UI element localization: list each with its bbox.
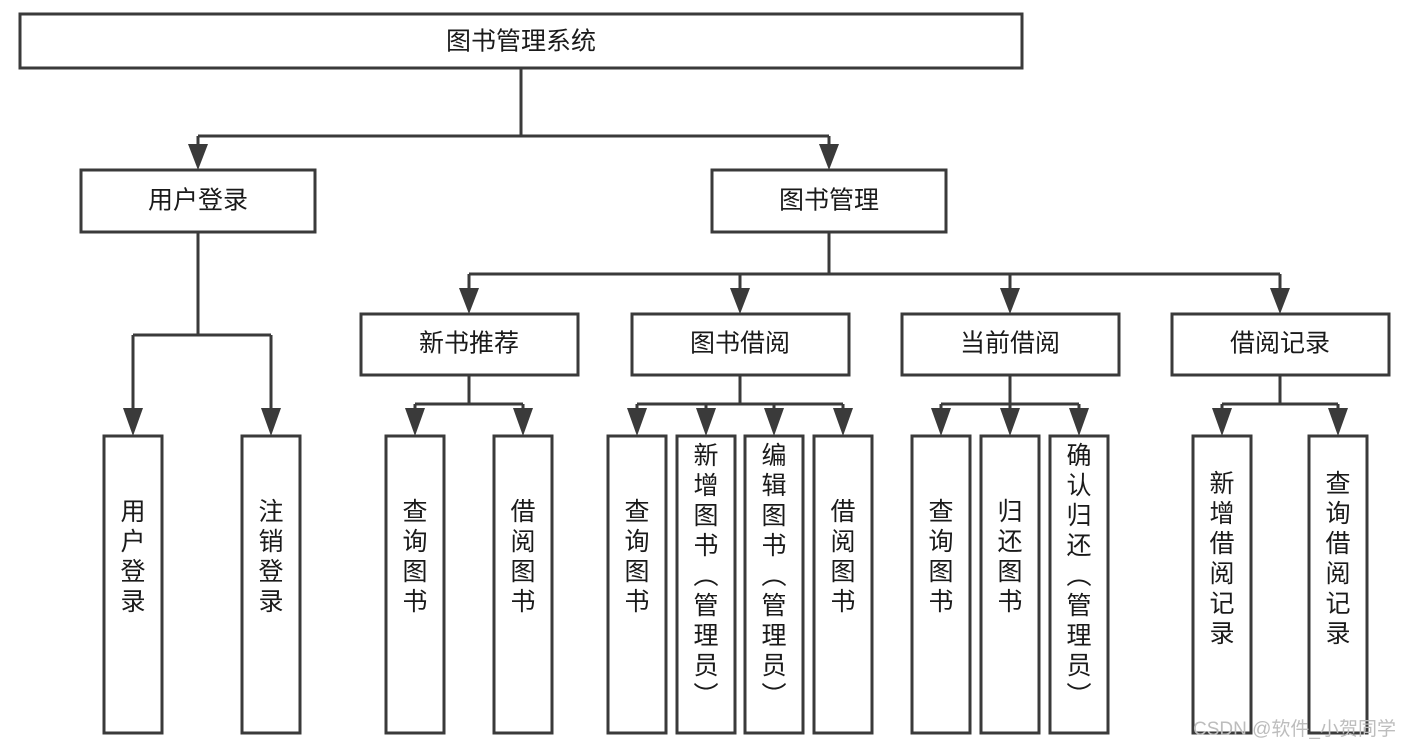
connector-group-user-login [123,232,281,436]
node-leaf-confirm-return-box[interactable] [1048,434,1110,735]
node-leaf-borrow-book-2-label: 借阅图书 [830,498,855,616]
node-leaf-add-book-label: 新增图书︵管理员︶ [693,442,718,710]
node-leaf-add-record-box[interactable] [1191,434,1253,735]
arrow-head-user-login [188,144,208,170]
node-leaf-query-record-label: 查询借阅记录 [1325,470,1350,648]
arrow-head-borrow-record [1270,288,1290,314]
node-leaf-borrow-book-1[interactable]: 借阅图书 [492,434,554,735]
connector-group-current-borrow [931,375,1089,436]
node-book-management-label: 图书管理 [779,187,879,215]
arrow-head-book-management [819,144,839,170]
node-leaf-query-book-3-label: 查询图书 [928,498,953,616]
arrow-head-book-borrow [730,288,750,314]
arrow-head-leaf-return-book [1000,408,1020,436]
node-leaf-add-book-box[interactable] [675,434,737,735]
arrow-head-leaf-user-logout [261,408,281,436]
arrow-head-leaf-query-record [1328,408,1348,436]
node-user-login-label: 用户登录 [148,187,248,215]
node-leaf-return-book-box[interactable] [979,434,1041,735]
node-leaf-query-record[interactable]: 查询借阅记录 [1307,434,1369,735]
node-new-book-recommend[interactable]: 新书推荐 [359,312,580,377]
connector-group-root [188,68,839,170]
node-leaf-borrow-book-1-label: 借阅图书 [510,498,535,616]
node-leaf-borrow-book-2[interactable]: 借阅图书 [812,434,874,735]
node-book-borrow-box[interactable] [630,312,851,377]
node-leaf-query-book-2[interactable]: 查询图书 [606,434,668,735]
arrow-head-leaf-borrow-book-2 [833,408,853,436]
node-root-label: 图书管理系统 [446,28,596,56]
node-leaf-borrow-book-2-box[interactable] [812,434,874,735]
node-leaf-query-book-3[interactable]: 查询图书 [910,434,972,735]
connector-group-new-book-recommend [405,375,533,436]
node-borrow-record-box[interactable] [1170,312,1391,377]
node-leaf-add-book[interactable]: 新增图书︵管理员︶ [675,434,737,735]
arrow-head-leaf-add-record [1212,408,1232,436]
node-user-login-box[interactable] [79,168,317,234]
node-borrow-record-label: 借阅记录 [1230,330,1330,358]
node-user-login[interactable]: 用户登录 [79,168,317,234]
node-leaf-add-record-label: 新增借阅记录 [1209,470,1234,648]
node-leaf-edit-book-box[interactable] [743,434,805,735]
node-leaf-query-record-box[interactable] [1307,434,1369,735]
connector-group-borrow-record [1212,375,1348,436]
node-root[interactable]: 图书管理系统 [18,12,1024,70]
arrow-head-leaf-edit-book [764,408,784,436]
node-leaf-add-record[interactable]: 新增借阅记录 [1191,434,1253,735]
node-leaf-return-book-label: 归还图书 [997,498,1022,616]
node-borrow-record[interactable]: 借阅记录 [1170,312,1391,377]
arrow-head-leaf-add-book [696,408,716,436]
node-leaf-query-book-1-box[interactable] [384,434,446,735]
connector-group-book-management [459,232,1290,314]
node-book-borrow-label: 图书借阅 [690,330,790,358]
node-leaf-confirm-return[interactable]: 确认归还︵管理员︶ [1048,434,1110,735]
node-book-borrow[interactable]: 图书借阅 [630,312,851,377]
node-leaf-return-book[interactable]: 归还图书 [979,434,1041,735]
node-leaf-user-logout-label: 注销登录 [258,498,283,616]
node-root-box[interactable] [18,12,1024,70]
node-current-borrow-box[interactable] [900,312,1121,377]
arrow-head-current-borrow [1000,288,1020,314]
arrow-head-leaf-borrow-book-1 [513,408,533,436]
csdn-watermark: CSDN @软件_小贺同学 [1193,718,1396,740]
node-leaf-user-login-label: 用户登录 [120,498,145,616]
node-current-borrow-label: 当前借阅 [960,330,1060,358]
node-leaf-query-book-1[interactable]: 查询图书 [384,434,446,735]
node-leaf-query-book-2-label: 查询图书 [624,498,649,616]
node-book-management[interactable]: 图书管理 [710,168,948,234]
node-leaf-user-logout-box[interactable] [240,434,302,735]
arrow-head-leaf-query-book-3 [931,408,951,436]
node-leaf-edit-book[interactable]: 编辑图书︵管理员︶ [743,434,805,735]
node-leaf-user-logout[interactable]: 注销登录 [240,434,302,735]
node-new-book-recommend-box[interactable] [359,312,580,377]
arrow-head-leaf-confirm-return [1069,408,1089,436]
arrow-head-leaf-query-book-2 [627,408,647,436]
node-leaf-edit-book-label: 编辑图书︵管理员︶ [761,442,786,710]
node-leaf-query-book-1-label: 查询图书 [402,498,427,616]
node-new-book-recommend-label: 新书推荐 [419,330,519,358]
node-current-borrow[interactable]: 当前借阅 [900,312,1121,377]
node-leaf-query-book-2-box[interactable] [606,434,668,735]
node-leaf-confirm-return-label: 确认归还︵管理员︶ [1066,442,1091,710]
node-book-management-box[interactable] [710,168,948,234]
arrow-head-leaf-query-book-1 [405,408,425,436]
node-leaf-query-book-3-box[interactable] [910,434,972,735]
node-leaf-user-login[interactable]: 用户登录 [102,434,164,735]
arrow-head-new-book-recommend [459,288,479,314]
node-leaf-borrow-book-1-box[interactable] [492,434,554,735]
arrow-head-leaf-user-login [123,408,143,436]
node-leaf-user-login-box[interactable] [102,434,164,735]
connector-group-book-borrow [627,375,853,436]
